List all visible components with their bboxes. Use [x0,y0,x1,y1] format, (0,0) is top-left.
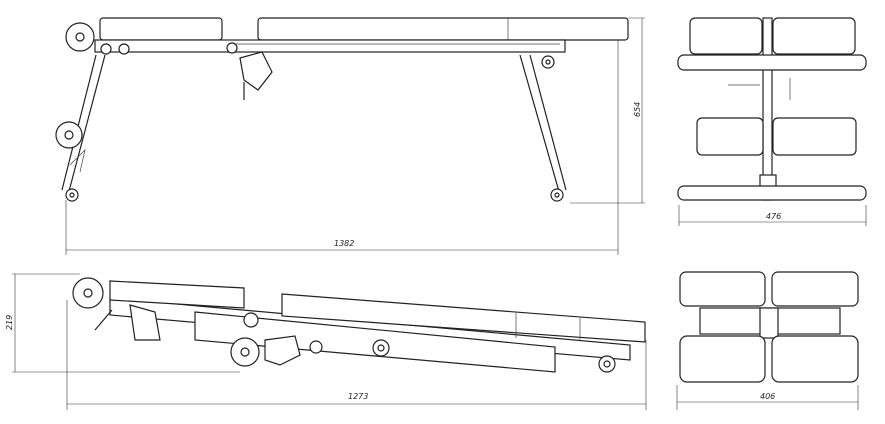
folded-width-dimension: 406 [760,392,775,401]
length-dimension: 1382 [334,239,354,248]
side-view-folded: 219 1273 [5,273,647,410]
folded-seat-pad [281,293,646,343]
seat-pad [257,17,629,41]
back-pad [99,17,223,41]
foot-roller-bar [677,54,867,71]
front-view-flat: 476 [677,17,867,226]
height-dimension: 654 [633,102,642,117]
rear-leg [67,54,106,196]
width-dimension: 476 [766,212,781,221]
adjust-bracket [239,51,273,91]
folded-length-dimension: 1273 [348,392,368,401]
base-bar [677,185,867,201]
folded-back-pad [109,280,245,309]
frame-bar [94,39,566,53]
front-leg [519,54,561,196]
folded-height-dimension: 219 [5,315,14,330]
side-view-flat: 654 1382 [55,17,645,255]
front-view-folded: 406 [676,271,859,410]
